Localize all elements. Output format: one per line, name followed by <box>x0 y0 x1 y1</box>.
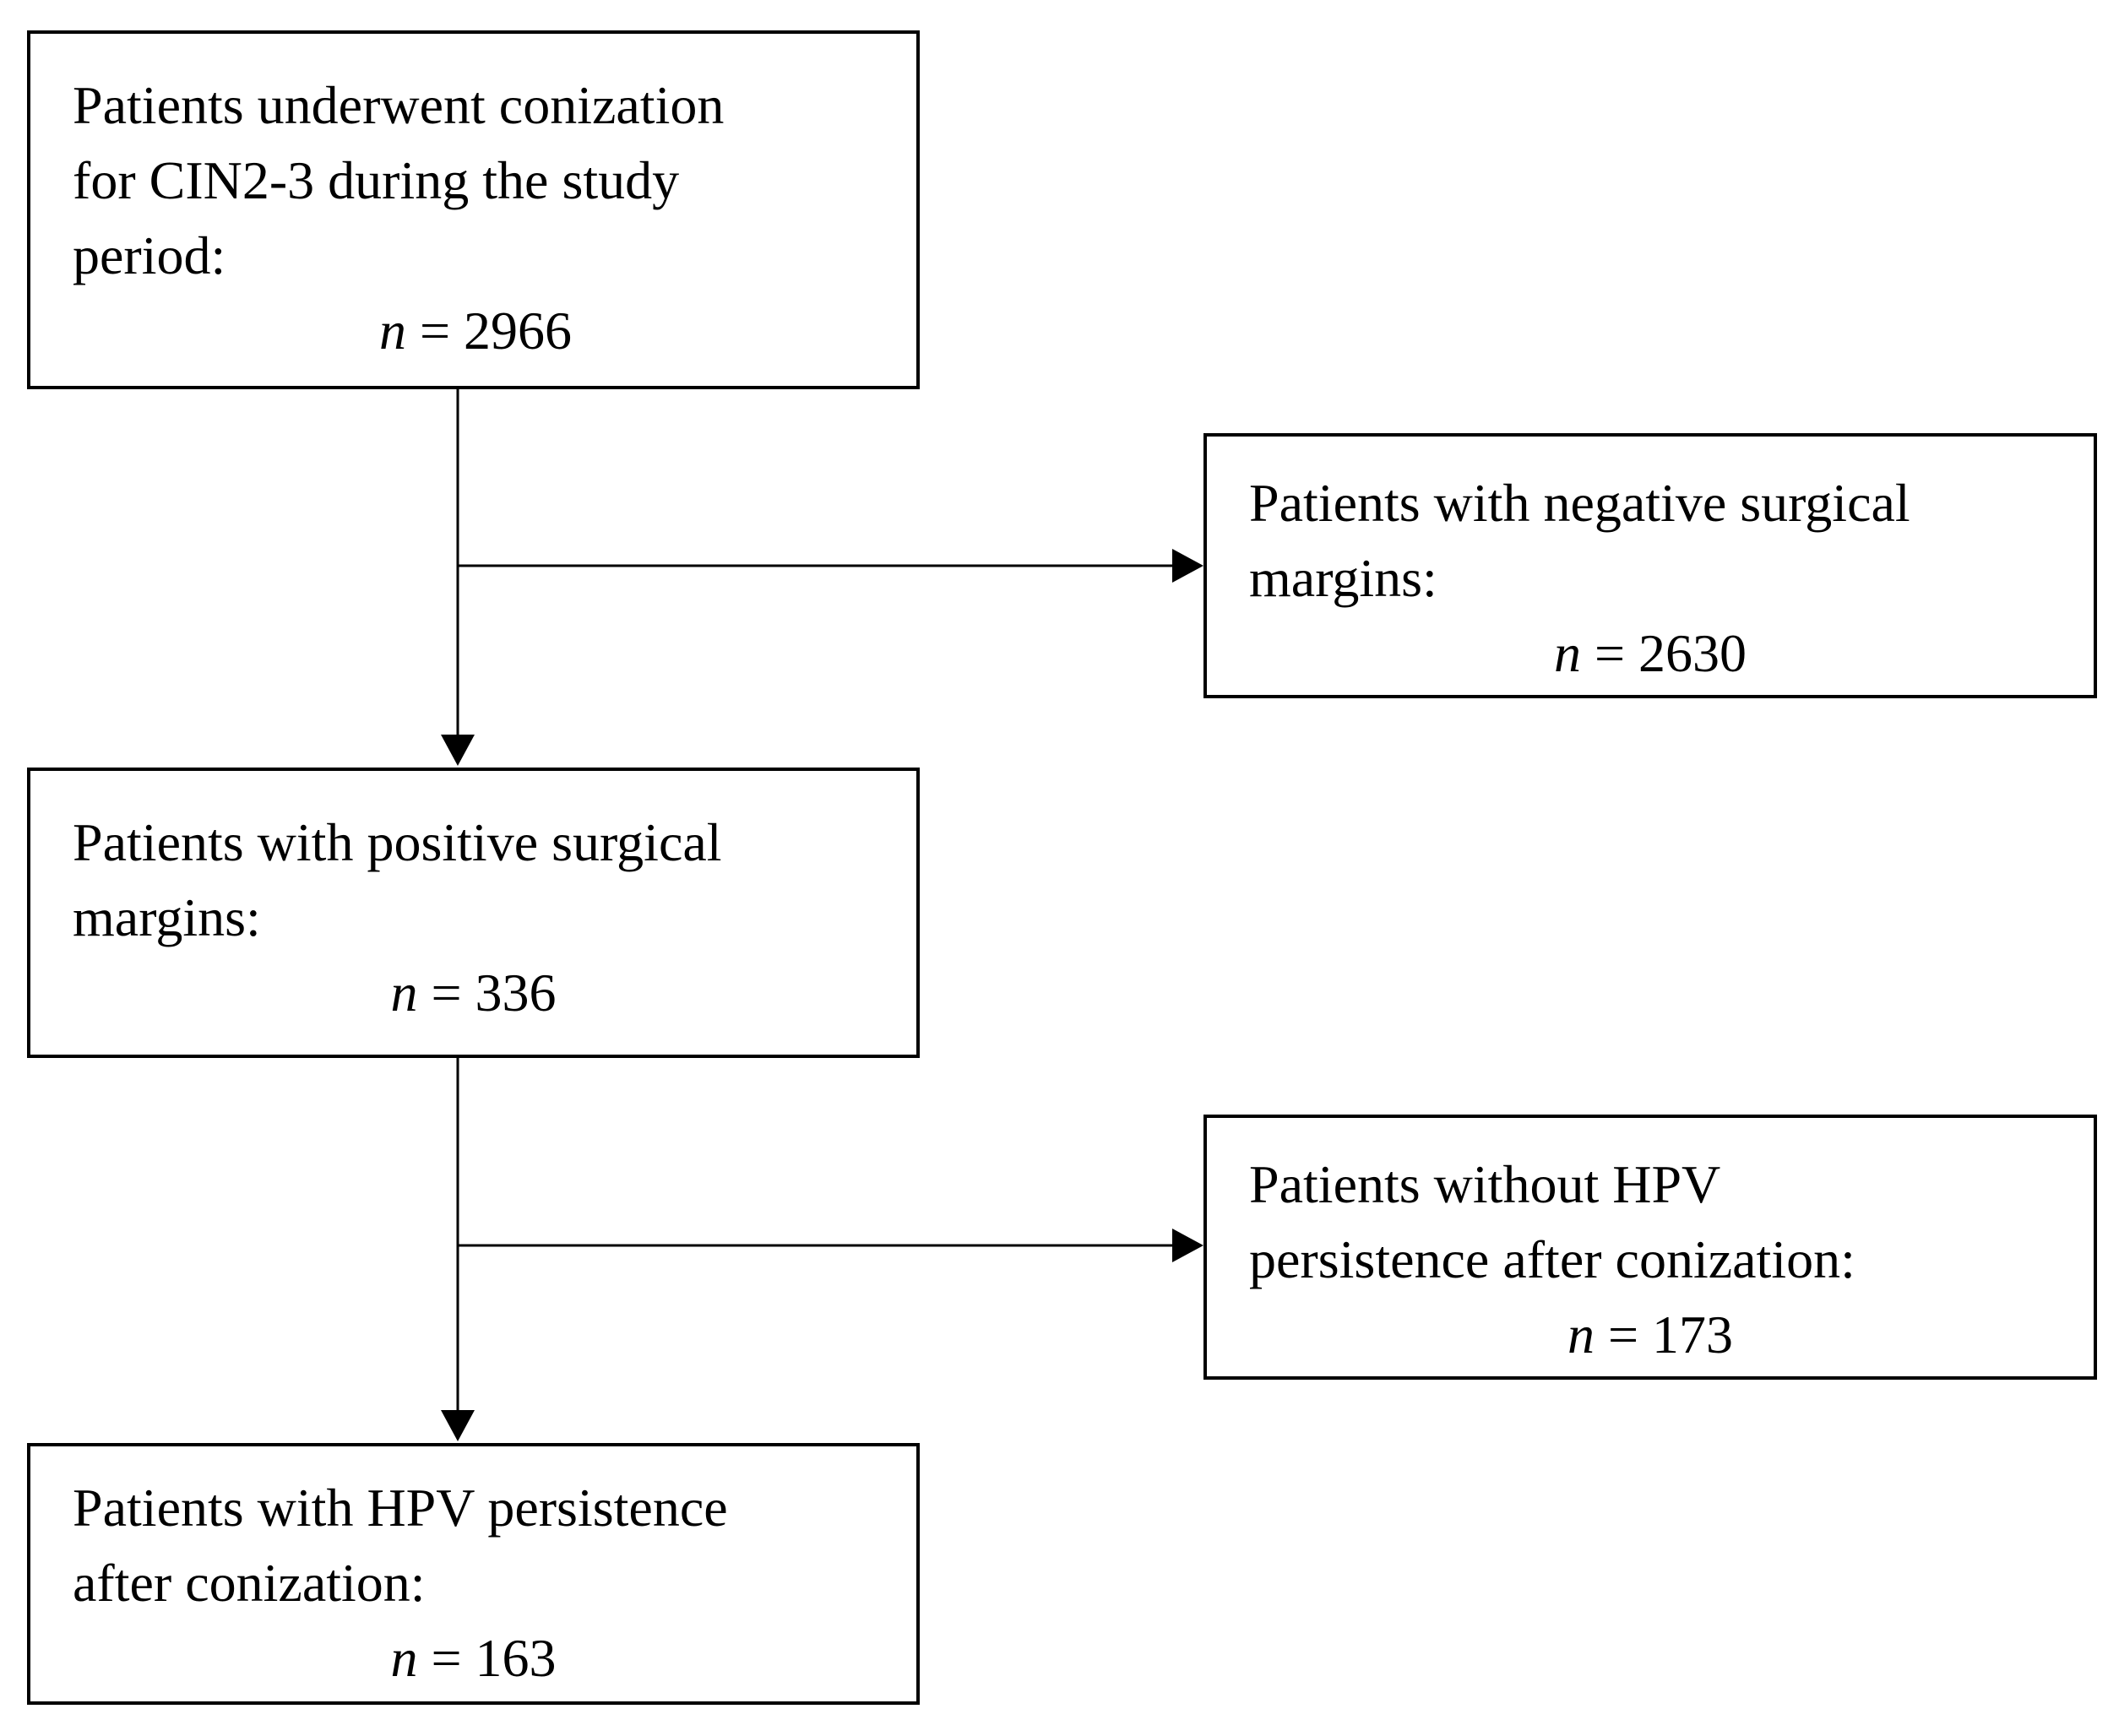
box-count: n = 2966 <box>30 293 916 368</box>
box-text-line: Patients with HPV persistence <box>73 1478 728 1538</box>
box-text-line: Patients without HPV <box>1249 1154 1721 1214</box>
box-text-line: Patients with positive surgical <box>73 812 722 872</box>
box-count: n = 2630 <box>1207 616 2094 691</box>
n-symbol: n <box>390 1628 418 1688</box>
arrowhead-down-icon <box>441 1410 475 1441</box>
box-count: n = 173 <box>1207 1297 2094 1372</box>
count-value: = 2966 <box>419 301 573 361</box>
n-symbol: n <box>1553 623 1581 683</box>
box-text-line: for CIN2-3 during the study <box>73 150 680 210</box>
box-with-hpv-persistence: Patients with HPV persistence after coni… <box>27 1443 920 1705</box>
box-conization-total: Patients underwent conization for CIN2-3… <box>27 30 920 389</box>
count-value: = 163 <box>431 1628 557 1688</box>
count-value: = 336 <box>431 963 557 1023</box>
n-symbol: n <box>378 301 406 361</box>
box-text-line: persistence after conization: <box>1249 1229 1855 1289</box>
box-text-line: margins: <box>1249 548 1437 608</box>
arrowhead-right-icon <box>1172 549 1203 583</box>
box-count: n = 163 <box>30 1620 916 1695</box>
box-without-hpv-persistence: Patients without HPV persistence after c… <box>1203 1115 2097 1380</box>
box-text-line: Patients with negative surgical <box>1249 473 1910 533</box>
count-value: = 2630 <box>1594 623 1747 683</box>
box-count: n = 336 <box>30 955 916 1030</box>
n-symbol: n <box>1567 1305 1595 1364</box>
box-text-line: margins: <box>73 887 261 947</box>
count-value: = 173 <box>1607 1305 1734 1364</box>
box-text-line: Patients underwent conization <box>73 75 725 135</box>
n-symbol: n <box>390 963 418 1023</box>
arrowhead-down-icon <box>441 735 475 766</box>
box-negative-margins: Patients with negative surgical margins:… <box>1203 433 2097 698</box>
box-text-line: after conization: <box>73 1553 426 1613</box>
arrowhead-right-icon <box>1172 1229 1203 1262</box>
box-text-line: period: <box>73 225 226 285</box>
box-positive-margins: Patients with positive surgical margins:… <box>27 768 920 1058</box>
